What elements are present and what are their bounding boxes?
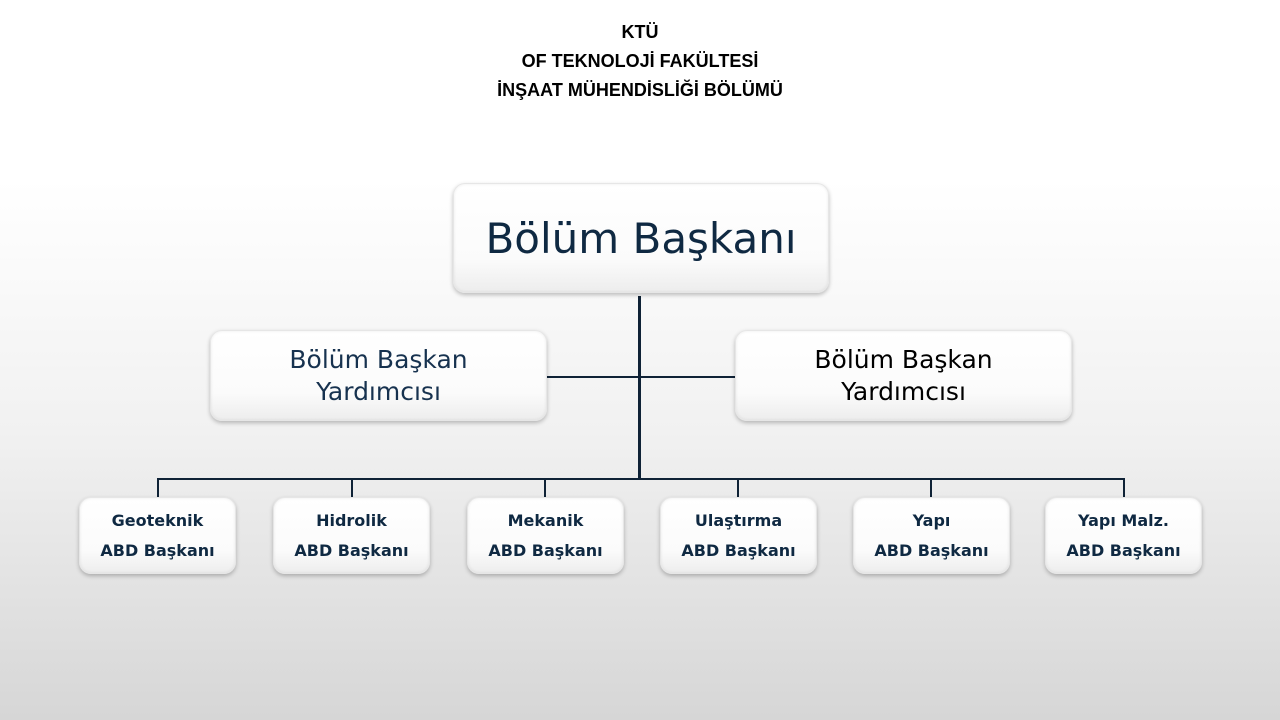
connector-vice — [547, 376, 735, 378]
connector-drop — [544, 478, 546, 497]
vice-label-line2: Yardımcısı — [316, 376, 441, 406]
head-label: Bölüm Başkanı — [485, 213, 797, 263]
division-name: Yapı — [912, 510, 951, 530]
division-role: ABD Başkanı — [294, 540, 409, 560]
division-role: ABD Başkanı — [681, 540, 796, 560]
connector-drop — [157, 478, 159, 497]
connector-drop — [737, 478, 739, 497]
division-role: ABD Başkanı — [874, 540, 989, 560]
division-role: ABD Başkanı — [488, 540, 603, 560]
vice-label-line1: Bölüm Başkan — [814, 344, 993, 374]
vice-label-line1: Bölüm Başkan — [289, 344, 468, 374]
page-header: KTÜ OF TEKNOLOJİ FAKÜLTESİ İNŞAAT MÜHEND… — [0, 18, 1280, 105]
connector-drop — [351, 478, 353, 497]
division-box-yapi-malzemesi: Yapı Malz. ABD Başkanı — [1045, 497, 1202, 574]
vice-head-left-box: Bölüm Başkan Yardımcısı — [210, 330, 547, 421]
division-box-yapi: Yapı ABD Başkanı — [853, 497, 1010, 574]
header-line-university: KTÜ — [621, 22, 659, 42]
head-of-department-box: Bölüm Başkanı — [453, 183, 829, 293]
connector-drop — [930, 478, 932, 497]
header-line-department: İNŞAAT MÜHENDİSLİĞİ BÖLÜMÜ — [497, 80, 783, 100]
division-name: Hidrolik — [316, 510, 387, 530]
header-line-faculty: OF TEKNOLOJİ FAKÜLTESİ — [521, 51, 759, 71]
division-name: Ulaştırma — [694, 510, 783, 530]
division-box-ulastirma: Ulaştırma ABD Başkanı — [660, 497, 817, 574]
division-box-mekanik: Mekanik ABD Başkanı — [467, 497, 624, 574]
connector-drop — [1123, 478, 1125, 497]
vice-label-line2: Yardımcısı — [841, 376, 966, 406]
vice-head-right-box: Bölüm Başkan Yardımcısı — [735, 330, 1072, 421]
division-name: Mekanik — [507, 510, 584, 530]
division-role: ABD Başkanı — [1066, 540, 1181, 560]
division-name: Yapı Malz. — [1077, 510, 1169, 530]
division-box-geoteknik: Geoteknik ABD Başkanı — [79, 497, 236, 574]
division-box-hidrolik: Hidrolik ABD Başkanı — [273, 497, 430, 574]
division-name: Geoteknik — [111, 510, 204, 530]
division-role: ABD Başkanı — [100, 540, 215, 560]
connector-trunk — [638, 296, 641, 480]
connector-bus — [157, 478, 1125, 480]
